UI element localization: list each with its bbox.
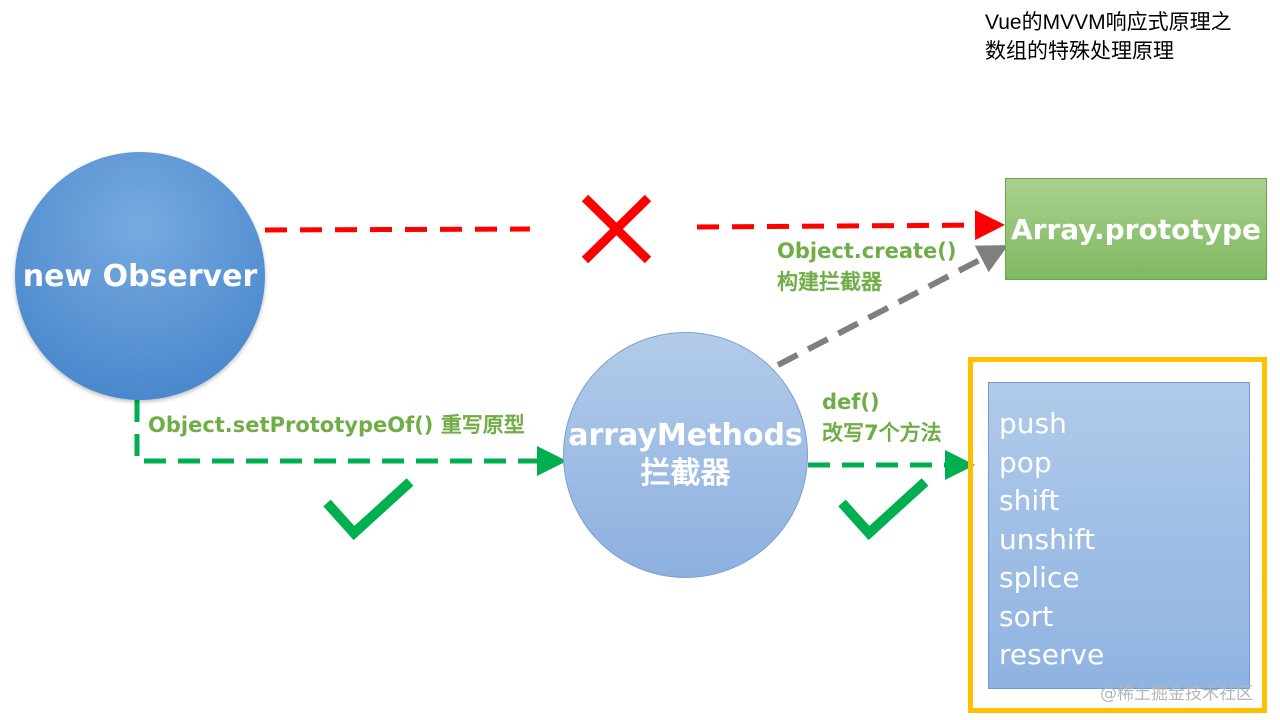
def-label: def() 改写7个方法: [822, 387, 942, 449]
create-line-2: 构建拦截器: [777, 270, 882, 294]
interceptor-label: 拦截器: [640, 456, 731, 491]
def-line-2: 改写7个方法: [822, 421, 942, 445]
methods-highlight-frame: [968, 357, 1267, 713]
title-line-2: 数组的特殊处理原理: [985, 40, 1174, 63]
red-dashed-line-left: [264, 226, 531, 233]
method-item: unshift: [999, 522, 1095, 556]
array-prototype-node: Array.prototype: [1005, 178, 1267, 280]
check-icon: [323, 478, 414, 541]
check-icon: [838, 478, 929, 541]
cross-icon: [581, 194, 652, 264]
method-item: push: [999, 407, 1067, 440]
title-line-1: Vue的MVVM响应式原理之: [985, 11, 1232, 34]
def-line-1: def(): [822, 390, 880, 414]
create-line-1: Object.create(): [777, 239, 957, 263]
array-prototype-label: Array.prototype: [1010, 212, 1262, 246]
red-dashed-arrow: [696, 210, 1005, 241]
method-item: splice: [999, 561, 1080, 594]
method-item: pop: [999, 445, 1052, 479]
array-methods-label: arrayMethods: [568, 418, 803, 453]
gray-dashed-arrow: [776, 245, 1009, 368]
methods-list: push pop shift unshift splice sort reser…: [988, 382, 1250, 689]
observer-node: new Observer: [15, 152, 265, 400]
observer-label: new Observer: [22, 258, 258, 294]
object-create-label: Object.create() 构建拦截器: [777, 236, 956, 298]
green-dashed-arrow-left: [134, 400, 567, 476]
method-item: sort: [999, 599, 1054, 633]
diagram-title: Vue的MVVM响应式原理之 数组的特殊处理原理: [985, 8, 1232, 66]
set-prototype-label: Object.setPrototypeOf() 重写原型: [148, 413, 525, 437]
method-item: shift: [999, 484, 1060, 517]
method-item: reserve: [999, 638, 1105, 671]
watermark: @稀土掘金技术社区: [1100, 684, 1253, 704]
